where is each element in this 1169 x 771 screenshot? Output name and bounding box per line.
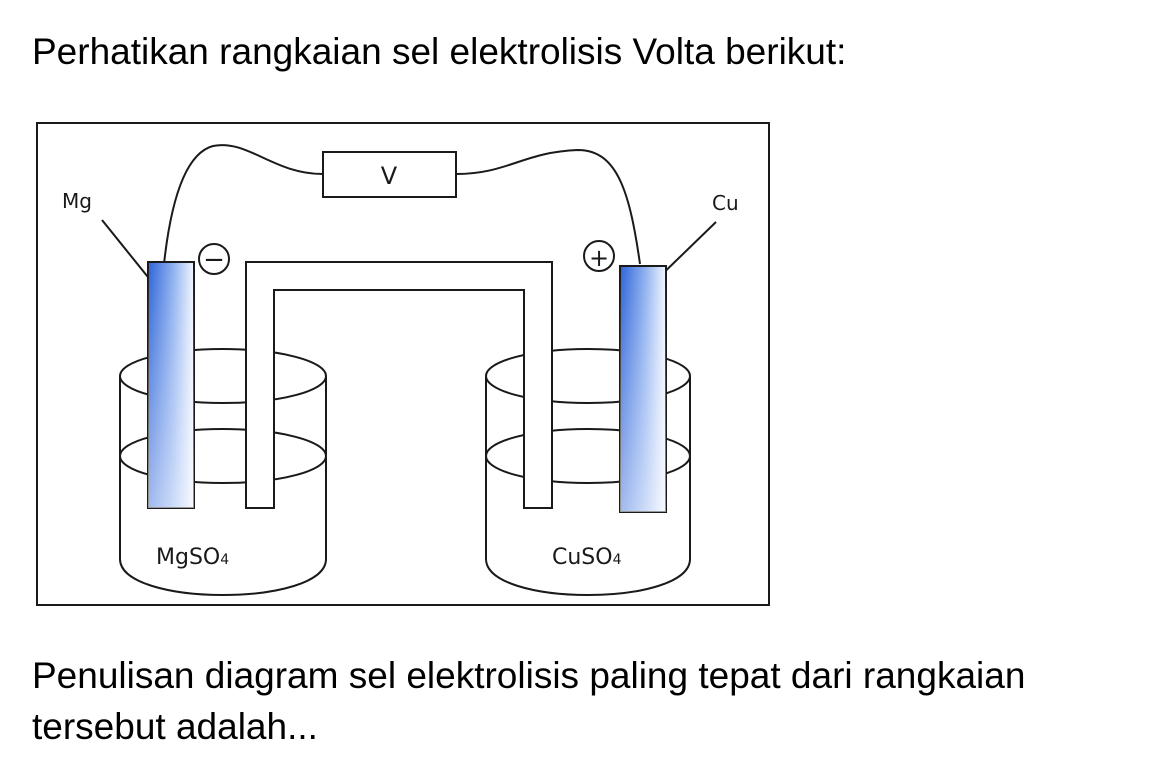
beaker-right xyxy=(485,376,691,596)
cu-label: Cu xyxy=(712,191,739,215)
negative-terminal-icon xyxy=(198,243,230,275)
cu-electrode xyxy=(619,265,667,513)
beaker-right-rim xyxy=(485,348,691,404)
mg-label: Mg xyxy=(62,189,92,213)
mgso4-label: MgSO4 xyxy=(156,545,229,570)
wire-left xyxy=(163,144,324,265)
salt-bridge xyxy=(245,261,553,509)
positive-terminal-sign: + xyxy=(589,244,609,272)
question-prompt: Penulisan diagram sel elektrolisis palin… xyxy=(32,655,1026,747)
mg-electrode xyxy=(147,261,195,509)
question-intro: Perhatikan rangkaian sel elektrolisis Vo… xyxy=(32,31,847,72)
beaker-left-rim xyxy=(119,348,327,404)
beaker-left-liquid xyxy=(119,428,327,484)
negative-terminal-sign: − xyxy=(203,245,225,275)
voltmeter-label: V xyxy=(381,162,398,190)
beaker-right-liquid xyxy=(485,428,691,484)
volta-cell-svg: V − + Mg Cu MgSO4 CuSO4 xyxy=(62,144,739,596)
positive-terminal-icon xyxy=(583,240,615,272)
volta-cell-diagram: V − + Mg Cu MgSO4 CuSO4 xyxy=(36,122,770,606)
cuso4-label: CuSO4 xyxy=(552,545,622,570)
wire-right xyxy=(455,148,641,265)
beaker-left xyxy=(119,376,327,596)
voltmeter xyxy=(322,151,457,198)
